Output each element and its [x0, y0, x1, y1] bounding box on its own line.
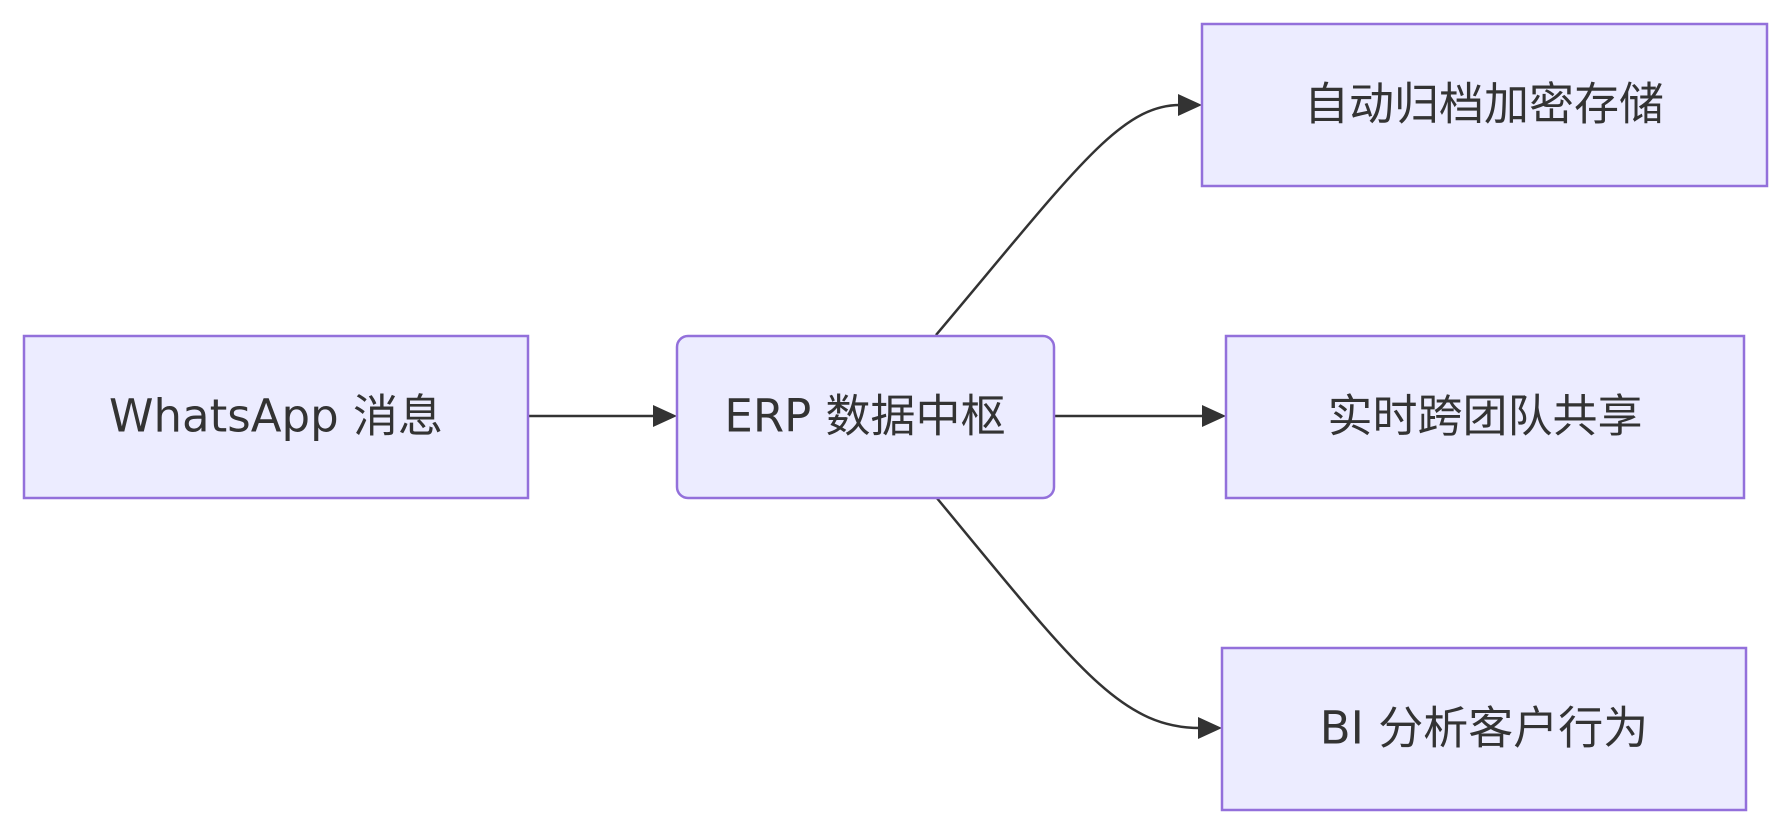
node-label: 自动归档加密存储 — [1304, 78, 1664, 131]
node-box — [1220, 646, 1748, 812]
arrowhead-hub — [653, 405, 677, 427]
node-label: WhatsApp 消息 — [109, 390, 443, 443]
arrowhead-archive — [1178, 94, 1202, 116]
node-box — [22, 334, 530, 500]
node-erp-data-hub[interactable]: ERP 数据中枢 — [675, 334, 1056, 500]
node-bi-customer-behavior-analysis[interactable]: BI 分析客户行为 — [1220, 646, 1748, 812]
node-box — [675, 334, 1056, 500]
node-whatsapp-message[interactable]: WhatsApp 消息 — [22, 334, 530, 500]
node-label: 实时跨团队共享 — [1327, 390, 1642, 443]
node-label: ERP 数据中枢 — [724, 390, 1005, 443]
edges — [528, 94, 1226, 739]
node-auto-archive-encrypted-storage[interactable]: 自动归档加密存储 — [1200, 22, 1769, 188]
node-label: BI 分析客户行为 — [1320, 702, 1648, 755]
node-box — [1224, 334, 1746, 500]
node-box — [1200, 22, 1769, 188]
node-realtime-cross-team-sharing[interactable]: 实时跨团队共享 — [1224, 334, 1746, 500]
arrowhead-share — [1202, 405, 1226, 427]
edge-hub-to-archive — [935, 103, 1181, 336]
edge-hub-to-analytics — [935, 496, 1201, 730]
arrowhead-analytics — [1198, 717, 1222, 739]
